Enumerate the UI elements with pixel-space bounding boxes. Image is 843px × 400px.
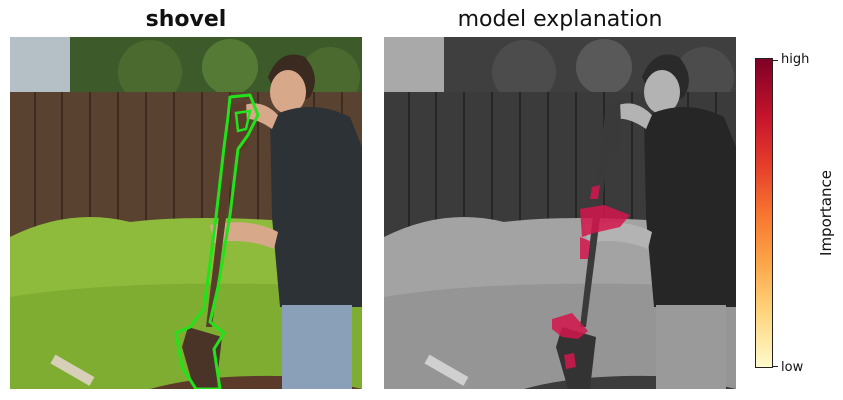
segmentation-outline-inner (234, 109, 252, 133)
explanation-photo-canvas (384, 37, 736, 389)
heatmap-region-handle (590, 185, 600, 199)
colorbar-high-label: high (781, 52, 810, 67)
explanation-photo (384, 37, 736, 389)
input-photo-canvas (10, 37, 362, 389)
shovel-blade (556, 327, 596, 389)
person-shirt (644, 107, 736, 307)
person-face (270, 70, 306, 114)
right-panel-title: model explanation (457, 7, 663, 32)
person-jeans (282, 305, 352, 389)
colorbar-low-label: low (781, 360, 804, 375)
tree-clump (202, 39, 258, 95)
tree-clump (118, 40, 182, 104)
heatmap-region-blade (564, 353, 576, 369)
importance-heatmap (552, 185, 630, 369)
tree-clump (576, 39, 632, 95)
person-shirt (270, 107, 362, 307)
colorbar-tick-high (772, 60, 778, 61)
person-face (644, 70, 680, 114)
shovel-handle (580, 101, 622, 327)
heatmap-region-blade-top (552, 313, 588, 339)
tree-clump (492, 40, 556, 104)
input-photo (10, 37, 362, 389)
colorbar-tick-low (772, 366, 778, 367)
house-siding-light (10, 37, 80, 97)
colorbar-axis-label: Importance (817, 170, 835, 256)
person-arm-upper (614, 103, 652, 129)
left-panel-title: shovel (145, 7, 227, 32)
segmentation-outline (174, 93, 260, 389)
shovel-blade (182, 327, 222, 389)
board (424, 354, 469, 386)
heatmap-region-handle-lower (580, 237, 590, 259)
shovel-handle (206, 101, 248, 327)
importance-colorbar (755, 58, 773, 368)
board (50, 354, 95, 386)
heatmap-region-grip (580, 205, 630, 237)
house-siding-light (384, 37, 454, 97)
person-jeans (656, 305, 726, 389)
